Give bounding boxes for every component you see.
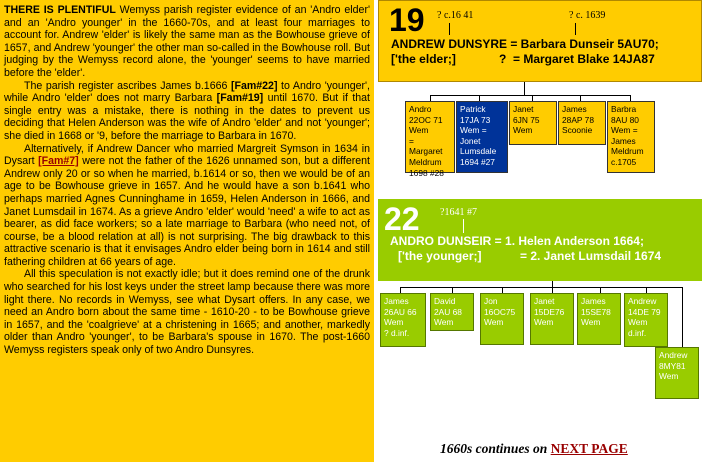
- family-22-birth: ?1641 #7: [440, 207, 477, 218]
- child-text: Barbra 8AU 80 Wem = James Meldrum c.1705: [611, 104, 644, 167]
- child-card: James 28AP 78 Scoonie: [558, 101, 606, 145]
- paragraph-2: The parish register ascribes James b.166…: [4, 80, 370, 143]
- child-card: Andrew 14DE 79 Wem d.inf.: [624, 293, 668, 347]
- child-text: Patrick 17JA 73 Wem = Jonet Lumsdale 169…: [460, 104, 497, 167]
- child-card: Andro 22OC 71 Wem = Margaret Meldrum 169…: [405, 101, 455, 178]
- paragraph-4: All this speculation is not exactly idle…: [4, 268, 370, 356]
- tree-line: [552, 287, 553, 293]
- tree-line: [430, 95, 431, 101]
- child-text: James 28AP 78 Scoonie: [562, 104, 594, 136]
- tree-line: [682, 287, 683, 347]
- family-22-husband-note: ['the younger;]: [398, 249, 482, 263]
- family-19-wife-birth: ? c. 1639: [569, 10, 606, 21]
- tree-line: [502, 287, 503, 293]
- paragraph-1-text: Wemyss parish register evidence of an 'A…: [4, 4, 370, 79]
- child-card: Janet 15DE76 Wem: [530, 293, 574, 345]
- child-card: Jon 16OC75 Wem: [480, 293, 524, 345]
- paragraph-3-text-b: were not the father of the 1626 unnamed …: [4, 155, 370, 268]
- child-text: James 15SE78 Wem: [581, 296, 611, 328]
- child-card-highlighted: Patrick 17JA 73 Wem = Jonet Lumsdale 169…: [456, 101, 508, 173]
- family-19-husband-birth: ? c.16 41: [437, 10, 474, 21]
- fam7-link[interactable]: [Fam#7]: [38, 155, 79, 168]
- child-text: Janet 15DE76 Wem: [534, 296, 565, 328]
- paragraph-3-text-a: Alternatively, if Andrew Dancer who marr…: [4, 142, 370, 168]
- family-22-header: 22 ?1641 #7 ANDRO DUNSEIR = 1. Helen And…: [378, 199, 702, 281]
- paragraph-4-text: All this speculation is not exactly idle…: [4, 268, 370, 357]
- child-card: James 15SE78 Wem: [577, 293, 621, 345]
- tree-line: [600, 287, 601, 293]
- paragraph-1: THERE IS PLENTIFUL Wemyss parish registe…: [4, 4, 370, 80]
- child-card: James 26AU 66 Wem ? d.inf.: [380, 293, 426, 347]
- family-19-second-marriage: ? = Margaret Blake 14JA87: [499, 52, 655, 66]
- child-card: Janet 6JN 75 Wem: [509, 101, 557, 145]
- tree-line: [400, 287, 682, 288]
- continue-text: 1660s continues on: [440, 441, 551, 456]
- tree-line: [646, 287, 647, 293]
- family-22-number: 22: [384, 201, 420, 237]
- tree-line: [580, 95, 581, 101]
- lead-text: THERE IS PLENTIFUL: [4, 4, 116, 16]
- paragraph-2-text-a: The parish register ascribes James b.166…: [24, 79, 231, 92]
- tree-line: [400, 287, 401, 293]
- family-19-number: 19: [389, 2, 425, 38]
- child-card: David 2AU 68 Wem: [430, 293, 474, 331]
- tree-line: [532, 95, 533, 101]
- child-text: James 26AU 66 Wem ? d.inf.: [384, 296, 417, 338]
- connector: [463, 219, 464, 233]
- family-22-couple: ANDRO DUNSEIR = 1. Helen Anderson 1664;: [390, 234, 644, 248]
- child-card: Andrew 8MY81 Wem: [655, 347, 699, 399]
- family-19-husband-note: ['the elder;]: [391, 52, 456, 66]
- child-text: David 2AU 68 Wem: [434, 296, 462, 328]
- tree-line: [524, 82, 525, 96]
- tree-line: [479, 95, 480, 101]
- paragraph-2-text-c: until 1670. But if that single entry was…: [4, 92, 370, 142]
- child-text: Andrew 8MY81 Wem: [659, 350, 688, 382]
- continue-footer: 1660s continues on NEXT PAGE: [440, 441, 628, 457]
- child-text: Janet 6JN 75 Wem: [513, 104, 540, 136]
- tree-line: [630, 95, 631, 101]
- tree-line: [452, 287, 453, 293]
- connector: [449, 23, 450, 35]
- child-text: Andrew 14DE 79 Wem d.inf.: [628, 296, 661, 338]
- paragraph-3: Alternatively, if Andrew Dancer who marr…: [4, 143, 370, 269]
- family-22-second-marriage: = 2. Janet Lumsdail 1674: [520, 249, 662, 263]
- family-19-couple: ANDREW DUNSYRE = Barbara Dunseir 5AU70;: [391, 37, 659, 51]
- paragraph-2-text-b: to Andro 'younger', while Andro 'elder' …: [4, 79, 370, 105]
- child-card: Barbra 8AU 80 Wem = James Meldrum c.1705: [607, 101, 655, 173]
- tree-line: [430, 95, 630, 96]
- fam19-ref: [Fam#19]: [216, 92, 264, 105]
- next-page-link[interactable]: NEXT PAGE: [550, 441, 628, 456]
- tree-line: [552, 281, 553, 287]
- family-19-header: 19 ? c.16 41 ? c. 1639 ANDREW DUNSYRE = …: [378, 0, 702, 82]
- child-text: Jon 16OC75 Wem: [484, 296, 516, 328]
- narrative-column: THERE IS PLENTIFUL Wemyss parish registe…: [0, 0, 374, 462]
- child-text: Andro 22OC 71 Wem = Margaret Meldrum 169…: [409, 104, 444, 178]
- fam22-ref: [Fam#22]: [230, 79, 278, 92]
- connector: [575, 23, 576, 35]
